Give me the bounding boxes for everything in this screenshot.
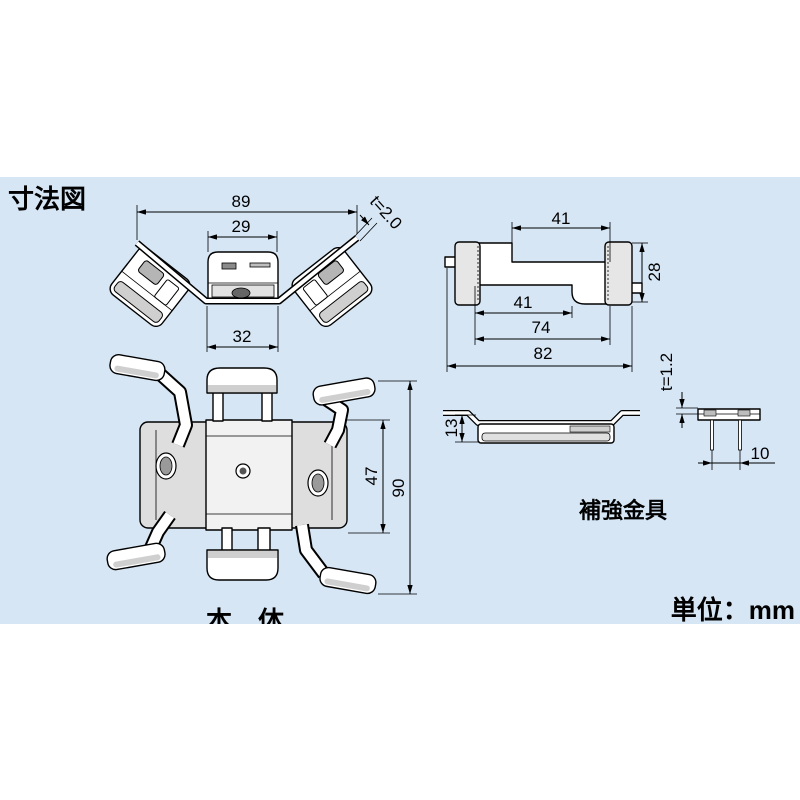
body-side-view	[109, 235, 373, 328]
end-view-leg-left	[710, 419, 714, 451]
dim-89: 89	[232, 192, 251, 211]
unit-label: 単位：mm	[671, 595, 795, 625]
right-end-block	[604, 241, 633, 306]
dim-74: 74	[532, 318, 551, 337]
dim-32: 32	[233, 327, 252, 346]
drawing-title: 寸法図	[8, 184, 86, 214]
dim-28: 28	[645, 263, 664, 282]
reinforcement-end-view	[697, 408, 761, 451]
dim-t-2-0: t=2.0	[366, 192, 406, 233]
dim-29: 29	[232, 217, 251, 236]
arm-bottom-left	[106, 510, 176, 571]
s-plate	[477, 242, 608, 305]
dim-41-bottom: 41	[514, 293, 533, 312]
top-tab	[206, 367, 278, 422]
reinforcement-top-dimensions: 41 28 41 74 82	[446, 209, 664, 372]
reinforcement-top-view	[444, 241, 643, 306]
dim-47: 47	[362, 467, 381, 486]
dim-10: 10	[751, 444, 770, 463]
reinforcement-label: 補強金具	[578, 498, 667, 523]
left-end-block	[454, 241, 481, 306]
v-plate	[134, 235, 360, 305]
arm-bottom-right	[295, 523, 377, 595]
end-view-leg-right	[738, 419, 742, 451]
dim-t-1-2: t=1.2	[657, 353, 676, 391]
left-hole	[155, 452, 177, 480]
right-hole	[307, 469, 329, 497]
center-block	[207, 251, 279, 301]
center-hole	[235, 463, 251, 479]
reinforcement-end-dimensions: t=1.2 10	[657, 353, 775, 470]
body-top-dimensions: 47 90	[345, 380, 417, 595]
bottom-tab	[206, 527, 279, 581]
body-side-dimensions: 89 29 32 t=2.0	[136, 192, 406, 352]
right-wing-clip	[291, 246, 373, 328]
dim-90: 90	[389, 479, 408, 498]
dim-41-top: 41	[552, 209, 571, 228]
reinforcement-side-dimensions: 13	[442, 414, 480, 443]
dim-13: 13	[442, 419, 461, 438]
body-top-view	[106, 354, 377, 595]
arm-top-left	[109, 354, 193, 448]
arm-top-right	[312, 377, 376, 449]
dim-82: 82	[534, 344, 553, 363]
reinforcement-side-view	[443, 410, 640, 444]
main-body-label: 本 体	[206, 606, 285, 636]
